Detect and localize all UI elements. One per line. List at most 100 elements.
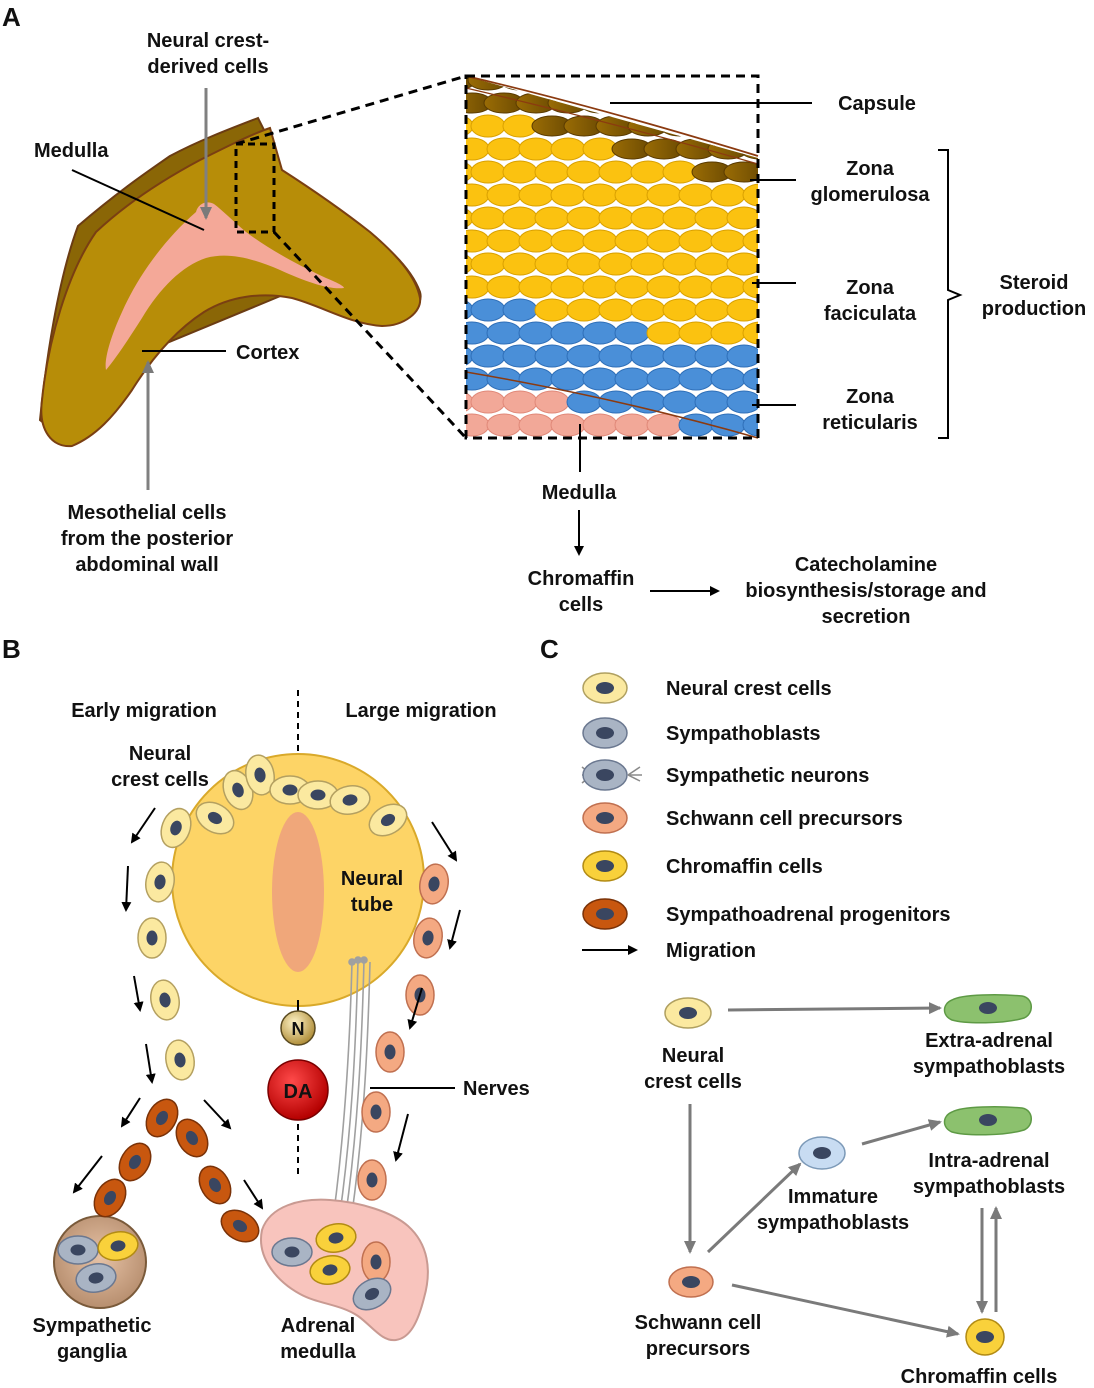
reticularis-cell xyxy=(742,413,758,437)
capsule-cell xyxy=(659,76,701,91)
faciculata-cell xyxy=(466,252,474,276)
capsule-cell xyxy=(563,76,605,91)
schwann-cell-precursor xyxy=(357,1159,387,1201)
faciculata-cell xyxy=(550,229,586,253)
migration-arrow xyxy=(72,1155,103,1194)
faciculata-cell xyxy=(534,206,570,230)
neural-crest-cell xyxy=(145,861,175,903)
mesothelial-label-2: from the posterior xyxy=(61,528,233,550)
faciculata-cell xyxy=(466,183,490,207)
faciculata-cell xyxy=(678,321,714,345)
capsule-line-2 xyxy=(465,87,759,165)
faciculata-cell xyxy=(566,252,602,276)
magnified-zones xyxy=(466,76,758,438)
medulla-cell xyxy=(614,413,650,437)
medulla-label-bottom: Medulla xyxy=(542,482,617,504)
medulla-leader-left xyxy=(71,169,205,231)
reticularis-cell xyxy=(678,367,714,391)
migration-arrow xyxy=(431,821,458,862)
migration-arrow xyxy=(393,1113,409,1162)
faciculata-cell xyxy=(550,275,586,299)
faciculata-cell xyxy=(466,229,490,253)
capsule-cell xyxy=(499,76,541,91)
steroid-label-2: production xyxy=(982,298,1086,320)
legend-label: Chromaffin cells xyxy=(666,856,823,878)
faciculata-cell xyxy=(582,275,618,299)
ganglia-label: Sympathetic xyxy=(33,1315,152,1337)
legend-item: Sympathoadrenal progenitors xyxy=(582,898,951,930)
reticularis-cell xyxy=(466,298,474,322)
medulla-label-left: Medulla xyxy=(34,140,109,162)
reticularis-cell xyxy=(662,390,698,414)
reticularis-cell xyxy=(598,344,634,368)
chromaffin-label-a: Chromaffin xyxy=(528,568,635,590)
capsule-cell xyxy=(723,161,758,183)
faciculata-cell xyxy=(614,183,650,207)
ncc-label-b: Neural xyxy=(129,743,191,765)
legend-label: Sympathoadrenal progenitors xyxy=(666,904,951,926)
faciculata-cell xyxy=(466,137,490,161)
faciculata-cell xyxy=(466,114,474,138)
faciculata-cell xyxy=(742,275,758,299)
faciculata-cell xyxy=(550,137,586,161)
migration-arrow xyxy=(203,1099,232,1130)
medulla-cell xyxy=(582,413,618,437)
faciculata-cell xyxy=(566,298,602,322)
reticularis-cell xyxy=(694,344,730,368)
flow-ncc-nucleus xyxy=(679,1007,697,1019)
faciculata-cell xyxy=(470,252,506,276)
reticularis-cell xyxy=(662,344,698,368)
migration-arrow xyxy=(121,865,132,912)
faciculata-label-2: faciculata xyxy=(824,303,917,325)
panel-label-c: C xyxy=(540,634,559,664)
flow-chromaffin-nucleus xyxy=(976,1331,994,1343)
reticularis-cell xyxy=(630,344,666,368)
sympathoblast-cell xyxy=(271,1237,313,1267)
chromaffin-cell xyxy=(97,1231,139,1261)
faciculata-label: Zona xyxy=(846,277,895,299)
sympathoadrenal-progenitor xyxy=(93,1178,127,1218)
capsule-line-1 xyxy=(465,75,759,157)
legend-item: Sympathetic neurons xyxy=(581,759,869,791)
faciculata-cell xyxy=(614,275,650,299)
faciculata-cell xyxy=(630,252,666,276)
reticularis-cell xyxy=(726,390,758,414)
neural-crest-derived-label-2: derived cells xyxy=(147,56,268,78)
legend-item: Sympathoblasts xyxy=(582,717,820,749)
neural-crest-cell xyxy=(165,1039,195,1081)
migration-arrow xyxy=(447,909,461,950)
faciculata-cell xyxy=(678,229,714,253)
faciculata-cell xyxy=(742,183,758,207)
reticularis-cell xyxy=(470,344,506,368)
neural-crest-derived-label: Neural crest- xyxy=(147,30,269,52)
faciculata-cell xyxy=(630,206,666,230)
early-migration-label: Early migration xyxy=(71,700,217,722)
faciculata-cell xyxy=(598,298,634,322)
neural-crest-cell xyxy=(150,979,180,1021)
legend-item: Chromaffin cells xyxy=(582,850,823,882)
neural-crest-cell xyxy=(160,807,192,849)
neural-crest-cell xyxy=(297,780,339,810)
medulla-cell xyxy=(518,413,554,437)
lineage-flow: Neural crest cells Extra-adrenal sympath… xyxy=(635,994,1065,1388)
capsule-cell xyxy=(531,76,573,91)
nerves-label: Nerves xyxy=(463,1078,530,1100)
reticularis-cell xyxy=(710,367,746,391)
faciculata-cell xyxy=(678,275,714,299)
faciculata-cell xyxy=(486,275,522,299)
faciculata-cell xyxy=(466,206,474,230)
capsule-cell xyxy=(595,76,637,91)
legend-item: Neural crest cells xyxy=(582,672,832,704)
faciculata-cell xyxy=(534,160,570,184)
flow-extra-label: Extra-adrenal xyxy=(925,1030,1053,1052)
zoom-box xyxy=(234,142,276,234)
legend-label: Migration xyxy=(666,940,756,962)
migration-arrow xyxy=(145,1043,156,1084)
reticularis-label-2: reticularis xyxy=(822,412,918,434)
zoom-line-top xyxy=(235,74,467,146)
medulla-cell xyxy=(486,413,522,437)
panel-b-cells xyxy=(57,754,461,1311)
faciculata-cell xyxy=(486,183,522,207)
reticularis-cell xyxy=(466,367,490,391)
legend-label: Neural crest cells xyxy=(666,678,832,700)
